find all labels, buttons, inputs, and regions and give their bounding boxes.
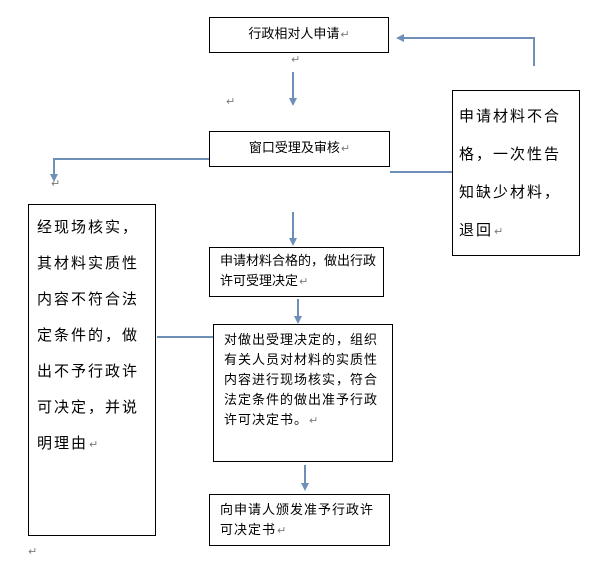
paragraph-mark: ↵: [277, 524, 288, 537]
arrow-rejected-back-to-applicant: [396, 34, 535, 66]
node-qualified-label: 申请材料合格的，做出行政许可受理决定: [220, 254, 377, 289]
node-not-granted-label: 经现场核实，其材料实质性内容不符合法定条件的，做出不予行政许可决定，并说明理由: [37, 218, 140, 452]
arrow-review-to-not-granted: [50, 158, 209, 182]
node-window-review-label: 窗口受理及审核: [248, 141, 340, 156]
node-applicant: 行政相对人申请↵: [209, 17, 389, 53]
paragraph-mark: ↵: [340, 28, 350, 41]
node-rejected-label: 申请材料不合格，一次性告知缺少材料，退回: [459, 107, 562, 239]
paragraph-mark: ↵: [494, 225, 506, 238]
paragraph-mark: ↵: [28, 545, 38, 558]
node-onsite-check-label: 对做出受理决定的，组织有关人员对材料的实质性内容进行现场核实，符合法定条件的做出…: [224, 333, 379, 428]
node-qualified: 申请材料合格的，做出行政许可受理决定↵: [209, 247, 384, 297]
paragraph-mark: ↵: [309, 414, 320, 427]
paragraph-mark: ↵: [89, 438, 101, 451]
paragraph-mark: ↵: [340, 142, 351, 155]
node-window-review: 窗口受理及审核↵: [209, 131, 390, 167]
node-issue-label: 向申请人颁发准予行政许可决定书: [220, 503, 375, 538]
node-onsite-check: 对做出受理决定的，组织有关人员对材料的实质性内容进行现场核实，符合法定条件的做出…: [213, 324, 393, 462]
paragraph-mark: ↵: [291, 53, 301, 66]
node-applicant-label: 行政相对人申请: [248, 27, 340, 42]
node-not-granted: 经现场核实，其材料实质性内容不符合法定条件的，做出不予行政许可决定，并说明理由↵: [28, 204, 156, 536]
paragraph-mark: ↵: [299, 275, 309, 288]
node-issue: 向申请人颁发准予行政许可决定书↵: [209, 494, 390, 546]
node-rejected: 申请材料不合格，一次性告知缺少材料，退回↵: [452, 90, 580, 256]
paragraph-mark: ↵: [226, 95, 236, 108]
paragraph-mark: ↵: [51, 177, 61, 190]
